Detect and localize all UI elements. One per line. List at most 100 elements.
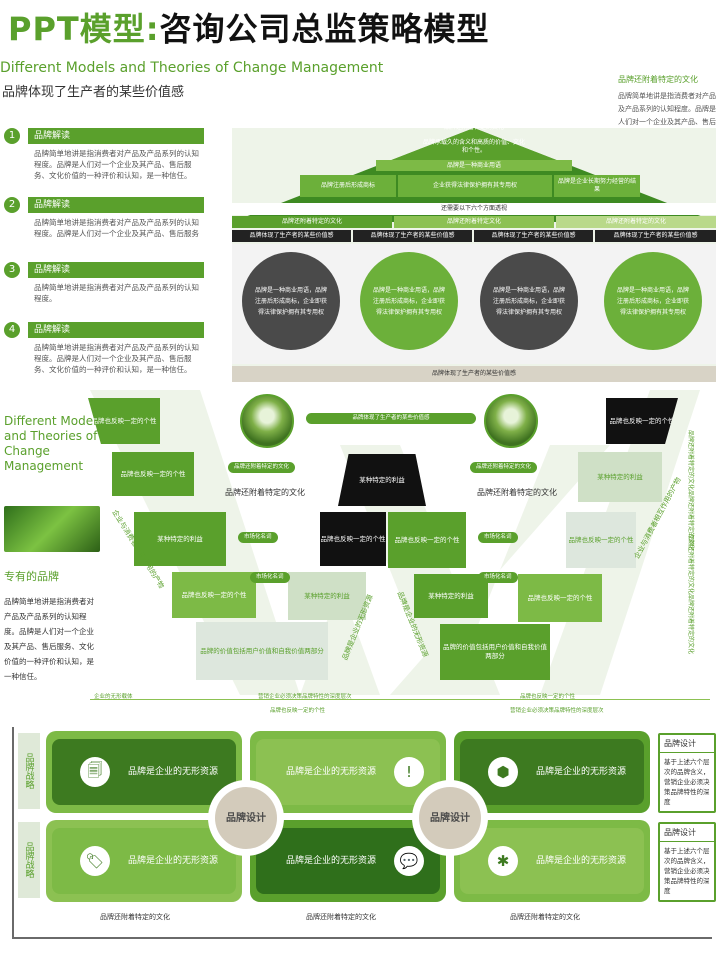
number-badge: 1	[4, 128, 20, 144]
roof-cell: 企业获得法律保护拥有其专用权	[398, 175, 552, 197]
design-disc: 品牌设计	[208, 780, 284, 856]
side-box-text: 基于上述六个层次的品牌含义，营销企业必须决策品牌特性的深度	[660, 753, 714, 811]
green-texture-image	[4, 506, 100, 552]
w-block: 某种特定的利益	[338, 454, 426, 506]
foundation-bar: 品牌体现了生产者的某些价值感	[232, 366, 716, 382]
document-icon: 🗐	[80, 757, 110, 787]
culture-bar: 品牌还附着特定的文化	[556, 216, 716, 228]
vertical-label: 品牌还附着特定的文化品牌还附着特定的文化	[687, 430, 696, 550]
number-badge: 4	[4, 322, 20, 338]
title-black: 咨询公司总监策略模型	[160, 10, 490, 48]
number-badge: 3	[4, 262, 20, 278]
small-pill: 市场化名词	[238, 532, 278, 543]
divider	[90, 699, 710, 700]
alert-icon: !	[394, 757, 424, 787]
bottom-label: 品牌也反映一定的个性	[520, 692, 575, 700]
info-circle: 品牌是一种商业用语，品牌注册后形成商标，企业即获得法律保护拥有其专用权	[360, 252, 458, 350]
info-circle: 品牌是一种商业用语，品牌注册后形成商标，企业即获得法律保护拥有其专用权	[480, 252, 578, 350]
caption: 品牌还附着特定的文化	[100, 912, 170, 922]
card-text: 品牌是企业的无形资源	[536, 766, 626, 778]
bottom-label: 营销企业必须决策品牌特性的深度层次	[258, 692, 352, 700]
value-bar: 品牌体现了生产者的某些价值感	[232, 230, 351, 242]
w-block: 品牌也反映一定的个性	[518, 574, 602, 622]
middle-text: 品牌简单地讲是指消费者对产品及产品系列的认知程度。品牌是人们对一个企业及其产品、…	[4, 594, 100, 684]
w-block: 品牌也反映一定的个性	[112, 452, 194, 496]
item-text: 品牌简单地讲是指消费者对产品及产品系列的认知程度。品牌是人们对一个企业及其产品、…	[34, 217, 206, 239]
caption: 品牌还附着特定的文化	[510, 912, 580, 922]
item-label: 品牌解读	[28, 322, 204, 338]
w-block: 某种特定的利益	[414, 574, 488, 618]
side-box: 品牌设计 基于上述六个层次的品牌含义，营销企业必须决策品牌特性的深度	[658, 733, 716, 813]
disc-label: 品牌设计	[215, 787, 277, 849]
x-axis-line	[12, 937, 712, 939]
middle-title-en: Different Models and Theories of Change …	[4, 414, 104, 474]
tag-icon: 🏷	[80, 846, 110, 876]
side-box-title: 品牌设计	[660, 824, 714, 842]
disc-label: 品牌设计	[419, 787, 481, 849]
side-box: 品牌设计 基于上述六个层次的品牌含义，营销企业必须决策品牌特性的深度	[658, 822, 716, 902]
cube-icon: ⬢	[488, 757, 518, 787]
info-circle: 品牌是一种商业用语，品牌注册后形成商标，企业即获得法律保护拥有其专用权	[604, 252, 702, 350]
w-block: 品牌也反映一定的个性	[320, 512, 386, 566]
right-note-title: 品牌还附着特定的文化	[618, 74, 718, 85]
roof-band: 品牌是一种商业用语	[376, 160, 572, 171]
card-text: 品牌是企业的无形资源	[128, 855, 218, 867]
roof-cell: 品牌注册后形成商标	[300, 175, 396, 197]
card-text: 品牌是企业的无形资源	[286, 766, 376, 778]
item-text: 品牌简单地讲是指消费者对产品及产品系列的认知程度。品牌是人们对一个企业及其产品、…	[34, 342, 206, 375]
y-axis-line	[12, 727, 14, 939]
small-pill: 市场化名词	[478, 532, 518, 543]
value-bar: 品牌体现了生产者的某些价值感	[595, 230, 716, 242]
bottom-label: 品牌也反映一定的个性	[270, 706, 325, 714]
w-block: 某种特定的利益	[288, 572, 366, 620]
small-pill: 品牌还附着特定的文化	[470, 462, 537, 473]
roof-mid-label: 品牌承载久的含义和高质的价值、文化和个性。	[420, 136, 528, 158]
list-item: 1 品牌解读 品牌简单地讲是指消费者对产品及产品系列的认知程度。品牌是人们对一个…	[4, 128, 204, 188]
side-box-title: 品牌设计	[660, 735, 714, 753]
info-circle: 品牌是一种商业用语，品牌注册后形成商标，企业即获得法律保护拥有其专用权	[242, 252, 340, 350]
design-disc: 品牌设计	[412, 780, 488, 856]
item-label: 品牌解读	[28, 128, 204, 144]
w-block: 品牌也反映一定的个性	[388, 512, 466, 568]
card-text: 品牌是企业的无形资源	[128, 766, 218, 778]
w-block: 品牌也反映一定的个性	[172, 572, 256, 618]
row-label: 品牌战略	[18, 822, 40, 898]
list-item: 4 品牌解读 品牌简单地讲是指消费者对产品及产品系列的认知程度。品牌是人们对一个…	[4, 322, 204, 382]
roof-top-label: 品牌还附着特定的文化	[416, 122, 532, 134]
small-pill: 品牌还附着特定的文化	[228, 462, 295, 473]
vertical-label: 品牌还附着特定的文化品牌还附着特定的文化	[687, 534, 696, 654]
caption: 品牌还附着特定的文化	[306, 912, 376, 922]
w-block: 品牌的价值包括用户价值和自我价值两部分	[196, 622, 328, 680]
avatar	[240, 394, 294, 448]
w-block: 某种特定的利益	[578, 452, 662, 502]
middle-heading: 专有的品牌	[4, 568, 59, 584]
value-bar: 品牌体现了生产者的某些价值感	[474, 230, 593, 242]
roof-cell: 品牌是企业长期努力经营的结果	[554, 175, 640, 197]
chat-icon: 💬	[394, 846, 424, 876]
card-text: 品牌是企业的无形资源	[286, 855, 376, 867]
culture-label: 品牌还附着特定的文化	[200, 484, 330, 500]
item-label: 品牌解读	[28, 262, 204, 278]
list-item: 2 品牌解读 品牌简单地讲是指消费者对产品及产品系列的认知程度。品牌是人们对一个…	[4, 197, 204, 257]
asterisk-icon: ✱	[488, 846, 518, 876]
avatar	[484, 394, 538, 448]
top-pill: 品牌体现了生产者的某些价值感	[306, 413, 476, 424]
title-green: PPT模型:	[8, 10, 160, 48]
small-pill: 市场化名词	[478, 572, 518, 583]
row-label: 品牌战略	[18, 733, 40, 809]
page-title: PPT模型:咨询公司总监策略模型	[8, 4, 490, 52]
subtitle-en: Different Models and Theories of Change …	[0, 60, 383, 76]
side-box-text: 基于上述六个层次的品牌含义，营销企业必须决策品牌特性的深度	[660, 842, 714, 900]
item-label: 品牌解读	[28, 197, 204, 213]
small-pill: 市场化名词	[250, 572, 290, 583]
number-badge: 2	[4, 197, 20, 213]
culture-bar: 品牌还附着特定的文化	[232, 216, 392, 228]
card-text: 品牌是企业的无形资源	[536, 855, 626, 867]
list-item: 3 品牌解读 品牌简单地讲是指消费者对产品及产品系列的认知程度。	[4, 262, 204, 312]
item-text: 品牌简单地讲是指消费者对产品及产品系列的认知程度。	[34, 282, 206, 304]
subtitle-cn: 品牌体现了生产者的某些价值感	[2, 81, 184, 100]
note-bar: 还需要以下六个方面透视	[232, 203, 716, 215]
culture-bar: 品牌还附着特定文化	[394, 216, 554, 228]
w-block: 品牌也反映一定的个性	[566, 512, 636, 568]
item-text: 品牌简单地讲是指消费者对产品及产品系列的认知程度。品牌是人们对一个企业及其产品、…	[34, 148, 206, 181]
